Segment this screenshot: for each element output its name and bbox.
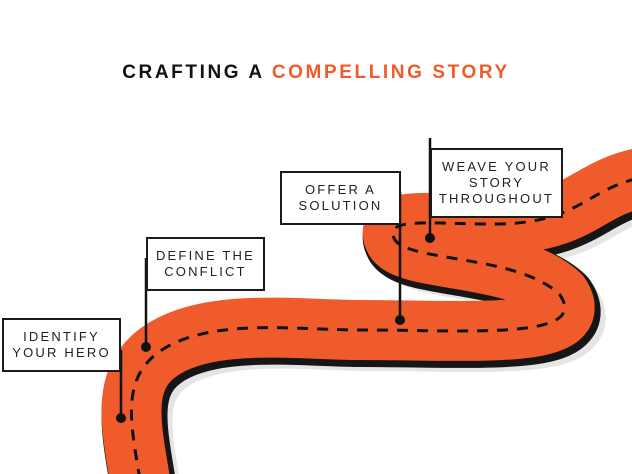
milestone-dot-2 [141,342,151,352]
title-part-dark: CRAFTING A [122,62,264,83]
road-center-dashes [130,178,632,474]
milestone-flag-4: WEAVE YOUR STORY THROUGHOUT [430,148,563,218]
milestone-dot-3 [395,315,405,325]
page-title: CRAFTING A COMPELLING STORY [0,62,632,84]
milestone-flag-2: DEFINE THE CONFLICT [146,237,265,291]
milestone-dot-1 [116,413,126,423]
milestone-flag-3: OFFER A SOLUTION [280,171,401,225]
milestone-dot-4 [425,233,435,243]
title-part-accent: COMPELLING STORY [271,62,510,83]
milestone-flag-1: IDENTIFY YOUR HERO [2,318,121,372]
